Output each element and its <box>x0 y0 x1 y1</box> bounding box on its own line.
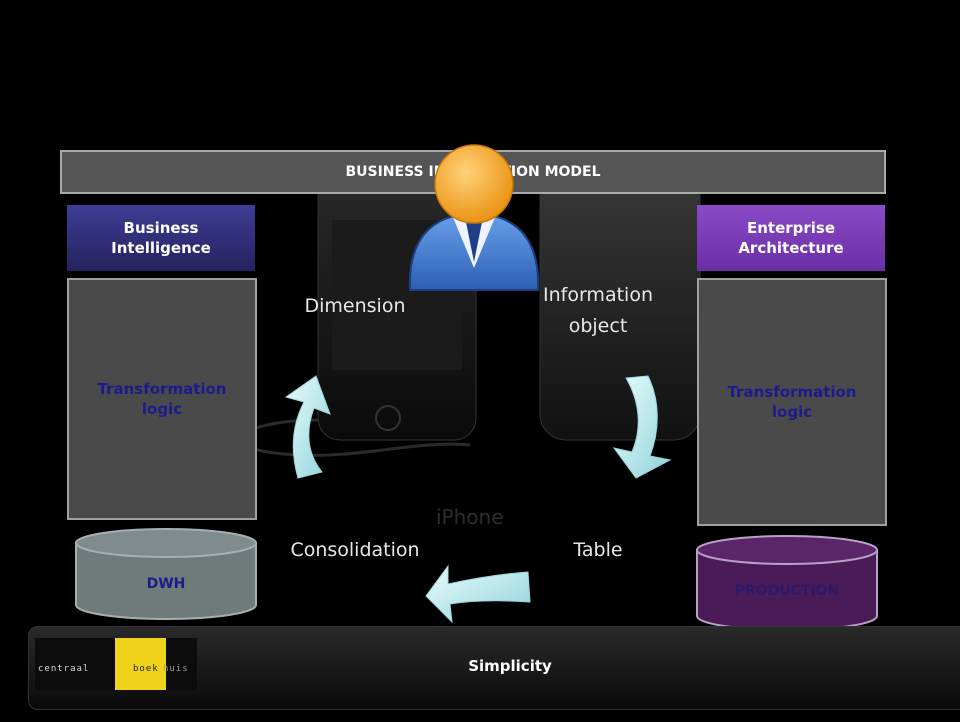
left-transformation-label: Transformation logic <box>97 380 227 418</box>
centraal-boekhuis-logo: centraal boek huis <box>35 638 197 690</box>
dwh-label: DWH <box>146 576 186 592</box>
iphone-watermark: iPhone <box>436 505 504 529</box>
logo-text-centraal: centraal <box>38 664 90 674</box>
right-transformation-panel: Transformation logic <box>697 278 887 526</box>
ipod-button <box>375 405 401 431</box>
dimension-label: Dimension <box>304 295 406 317</box>
production-database-icon <box>696 535 878 631</box>
business-intelligence-header: Business Intelligence <box>67 205 255 271</box>
consolidation-label: Consolidation <box>290 539 420 561</box>
business-intelligence-label: Business Intelligence <box>111 219 211 257</box>
production-label: PRODUCTION <box>734 583 840 599</box>
footer-title: Simplicity <box>468 657 552 675</box>
enterprise-architecture-header: Enterprise Architecture <box>697 205 885 271</box>
table-label: Table <box>573 539 623 561</box>
logo-yellow-block <box>115 638 166 690</box>
right-transformation-label: Transformation logic <box>727 383 857 421</box>
arrow-up-icon <box>284 375 331 479</box>
arrow-down-icon <box>612 375 672 479</box>
arrow-left-icon <box>425 564 531 624</box>
dwh-database-icon <box>75 528 257 620</box>
enterprise-architecture-label: Enterprise Architecture <box>738 219 844 257</box>
logo-text-huis: huis <box>163 664 189 674</box>
information-object-label: Information object <box>543 284 653 337</box>
left-transformation-panel: Transformation logic <box>67 278 257 520</box>
logo-text-boek: boek <box>133 664 159 674</box>
